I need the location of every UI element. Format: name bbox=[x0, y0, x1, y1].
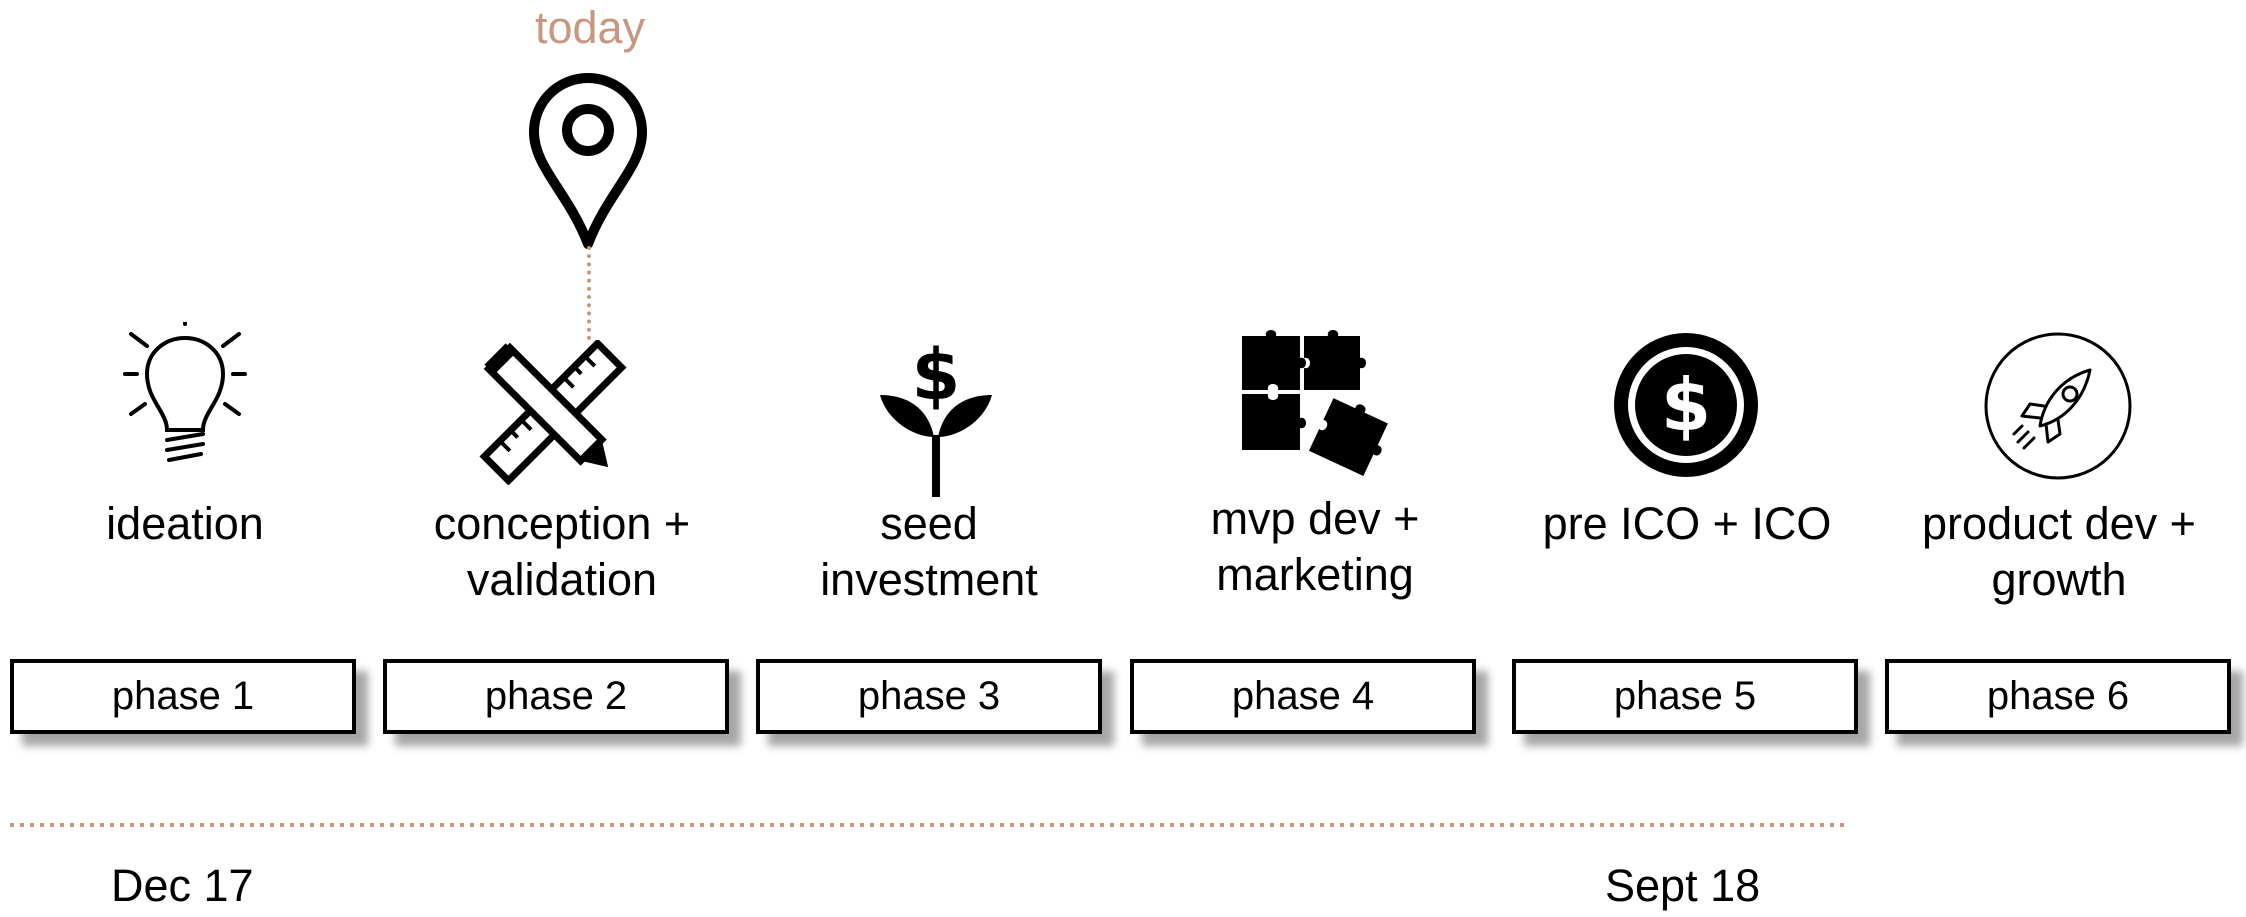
phase-box-6[interactable]: phase 6 bbox=[1885, 659, 2231, 734]
phase-title-4: mvp dev + marketing bbox=[1210, 493, 1420, 600]
phase-box-5[interactable]: phase 5 bbox=[1512, 659, 1858, 734]
location-pin-icon bbox=[529, 73, 647, 249]
timeline-start-label: Dec 17 bbox=[111, 860, 254, 911]
phase-box-3[interactable]: phase 3 bbox=[756, 659, 1102, 734]
phase-title-6: product dev + growth bbox=[1922, 498, 2196, 605]
svg-text:$: $ bbox=[912, 337, 961, 416]
today-connector bbox=[587, 246, 591, 340]
rocket-icon bbox=[1984, 332, 2132, 480]
phase-title-5: pre ICO + ICO bbox=[1542, 498, 1832, 549]
dollar-coin-icon: $ bbox=[1614, 333, 1758, 477]
puzzle-icon bbox=[1242, 330, 1388, 477]
ruler-pencil-icon bbox=[479, 340, 627, 485]
phase-title-1: ideation bbox=[106, 498, 264, 549]
phase-box-2[interactable]: phase 2 bbox=[383, 659, 729, 734]
phase-title-3: seed investment bbox=[820, 498, 1038, 605]
timeline-arrow bbox=[10, 823, 1850, 827]
today-label: today bbox=[534, 2, 646, 53]
dollar-sprout-icon: $ bbox=[880, 337, 992, 497]
lightbulb-icon bbox=[123, 322, 247, 462]
phase-title-2: conception + validation bbox=[433, 498, 691, 605]
phase-box-4[interactable]: phase 4 bbox=[1130, 659, 1476, 734]
phase-box-1[interactable]: phase 1 bbox=[10, 659, 356, 734]
timeline-end-label: Sept 18 bbox=[1605, 860, 1761, 911]
svg-text:$: $ bbox=[1661, 363, 1711, 447]
